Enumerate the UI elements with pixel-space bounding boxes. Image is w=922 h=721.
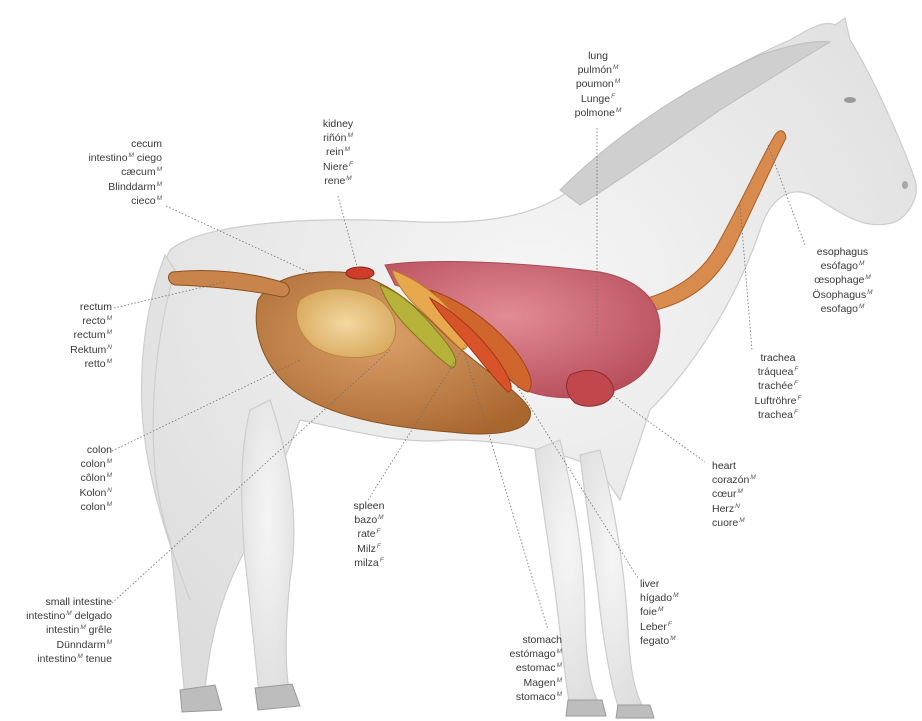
liver-es: hígadoM	[640, 592, 720, 607]
lung-fr: poumonM	[558, 78, 638, 93]
trachea-it: tracheaF	[740, 409, 816, 424]
label-trachea: trachea tráqueaF trachéeF LuftröhreF tra…	[740, 352, 816, 424]
stomach-en: stomach	[478, 634, 562, 648]
kidney-it: reneM	[300, 175, 376, 190]
esophagus-it: esofagoM	[795, 303, 890, 318]
small-intestine-es: intestinoM delgado	[0, 610, 112, 625]
rectum-es: rectoM	[30, 315, 112, 330]
rectum-fr: rectumM	[30, 329, 112, 344]
small-intestine-fr: intestinM grêle	[0, 624, 112, 639]
spleen-it: milzaF	[334, 557, 404, 572]
trachea-es: tráqueaF	[740, 366, 816, 381]
cecum-de: BlinddarmM	[50, 181, 162, 196]
liver-en: liver	[640, 578, 720, 592]
cecum-it: ciecoM	[50, 195, 162, 210]
small-intestine-it: intestinoM tenue	[0, 653, 112, 668]
rectum-de: RektumN	[30, 344, 112, 359]
esophagus-es: esófagoM	[795, 260, 890, 275]
heart-it: cuoreM	[712, 517, 792, 532]
spleen-en: spleen	[334, 500, 404, 514]
spleen-fr: rateF	[334, 528, 404, 543]
colon-en: colon	[30, 444, 112, 458]
label-heart: heart corazónM cœurM HerzN cuoreM	[712, 460, 792, 532]
label-esophagus: esophagus esófagoM œsophageM ÖsophagusM …	[795, 246, 890, 318]
label-lung: lung pulmónM poumonM LungeF polmoneM	[558, 50, 638, 122]
heart-de: HerzN	[712, 503, 792, 518]
stomach-it: stomacoM	[478, 691, 562, 706]
label-small-intestine: small intestine intestinoM delgado intes…	[0, 596, 112, 668]
label-kidney: kidney riñónM reinM NiereF reneM	[300, 118, 376, 190]
label-liver: liver hígadoM foieM LeberF fegatoM	[640, 578, 720, 650]
lung-es: pulmónM	[558, 64, 638, 79]
label-cecum: cecum intestinoM ciego cæcumM BlinddarmM…	[50, 138, 162, 210]
heart-es: corazónM	[712, 474, 792, 489]
horse-eye	[844, 97, 856, 103]
trachea-fr: trachéeF	[740, 380, 816, 395]
small-intestine-de: DünndarmM	[0, 639, 112, 654]
liver-it: fegatoM	[640, 635, 720, 650]
small-intestine-en: small intestine	[0, 596, 112, 610]
kidney-de: NiereF	[300, 161, 376, 176]
stomach-es: estómagoM	[478, 648, 562, 663]
heart-en: heart	[712, 460, 792, 474]
heart-fr: cœurM	[712, 488, 792, 503]
lung-de: LungeF	[558, 93, 638, 108]
rectum-en: rectum	[30, 301, 112, 315]
kidney-fr: reinM	[300, 146, 376, 161]
colon-it: colonM	[30, 501, 112, 516]
horse-nostril	[902, 181, 908, 189]
rectum-it: rettoM	[30, 358, 112, 373]
colon-es: colonM	[30, 458, 112, 473]
spleen-de: MilzF	[334, 543, 404, 558]
label-rectum: rectum rectoM rectumM RektumN rettoM	[30, 301, 112, 373]
cecum-es: intestinoM ciego	[50, 152, 162, 167]
cecum-en: cecum	[50, 138, 162, 152]
colon-fr: côlonM	[30, 472, 112, 487]
esophagus-en: esophagus	[795, 246, 890, 260]
liver-de: LeberF	[640, 621, 720, 636]
stomach-de: MagenM	[478, 677, 562, 692]
stomach-fr: estomacM	[478, 662, 562, 677]
cecum-fr: cæcumM	[50, 166, 162, 181]
kidney-es: riñónM	[300, 132, 376, 147]
kidney-organ	[346, 267, 374, 279]
label-stomach: stomach estómagoM estomacM MagenM stomac…	[478, 634, 562, 706]
lung-it: polmoneM	[558, 107, 638, 122]
liver-fr: foieM	[640, 606, 720, 621]
label-colon: colon colonM côlonM KolonN colonM	[30, 444, 112, 516]
esophagus-de: ÖsophagusM	[795, 289, 890, 304]
kidney-en: kidney	[300, 118, 376, 132]
trachea-en: trachea	[740, 352, 816, 366]
trachea-de: LuftröhreF	[740, 395, 816, 410]
colon-de: KolonN	[30, 487, 112, 502]
spleen-es: bazoM	[334, 514, 404, 529]
lung-en: lung	[558, 50, 638, 64]
label-spleen: spleen bazoM rateF MilzF milzaF	[334, 500, 404, 572]
esophagus-fr: œsophageM	[795, 274, 890, 289]
